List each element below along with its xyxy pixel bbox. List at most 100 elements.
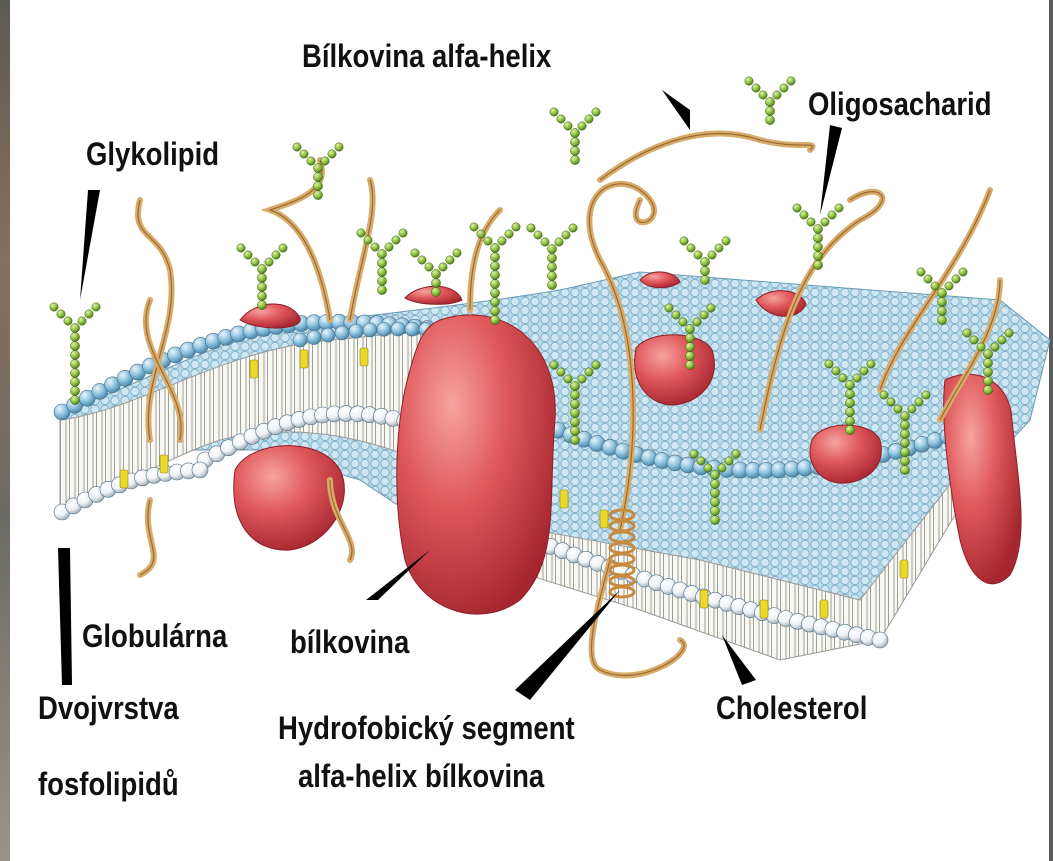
glycolipid-pointer (80, 190, 100, 300)
sugar-q (550, 108, 600, 165)
sugar-bead (710, 479, 719, 488)
sugar-bead (998, 336, 1006, 344)
sugar-bead (477, 230, 485, 238)
sugar-k (745, 77, 795, 125)
cholesterol-bar (300, 350, 308, 368)
sugar-bead (765, 106, 774, 115)
sugar-bead (70, 350, 79, 359)
sugar-bead (257, 273, 266, 282)
sugar-bead (845, 398, 854, 407)
sugar-bead (279, 244, 287, 252)
cholesterol-bar (900, 560, 908, 578)
sugar-bead (300, 150, 308, 158)
sugar-bead (680, 237, 688, 245)
cholesterol-bar (820, 600, 828, 618)
sugar-bead (845, 425, 854, 434)
sugar-bead (547, 244, 556, 253)
sugar-bead (828, 211, 836, 219)
sugar-bead (765, 115, 774, 124)
sugar-bead (70, 395, 79, 404)
sugar-bead (392, 236, 400, 244)
bilayer-pointer (58, 548, 72, 685)
sugar-bead (813, 251, 822, 260)
cholesterol-bar (120, 470, 128, 488)
sugar-bead (328, 150, 336, 158)
sugar-bead (710, 506, 719, 515)
sugar-bead (237, 244, 245, 252)
sugar-bead (722, 237, 730, 245)
phospholipid-head (335, 326, 349, 340)
sugar-bead (377, 285, 386, 294)
sugar-bead (687, 244, 695, 252)
sugar-bead (704, 464, 712, 472)
sugar-bead (70, 341, 79, 350)
sugar-bead (70, 368, 79, 377)
sugar-bead (813, 224, 822, 233)
sugar-bead (983, 385, 992, 394)
sugar-bead (952, 275, 960, 283)
sugar-bead (257, 300, 266, 309)
cholesterol-label: Cholesterol (716, 692, 867, 724)
globular-protein-lower-left (234, 446, 345, 550)
sugar-bead (550, 108, 558, 116)
sugar-bead (945, 282, 953, 290)
sugar-bead (900, 438, 909, 447)
bilayer-label-line2: fosfolipidů (38, 768, 179, 800)
sugar-bead (293, 143, 301, 151)
sugar-bead (679, 318, 687, 326)
sugar-bead (853, 374, 861, 382)
sugar-bead (557, 368, 565, 376)
sugar-bead (377, 249, 386, 258)
sugar-bead (592, 361, 600, 369)
sugar-bead (313, 172, 322, 181)
sugar-bead (860, 367, 868, 375)
sugar-bead (564, 122, 572, 130)
sugar-bead (470, 223, 478, 231)
sugar-bead (70, 332, 79, 341)
sugar-bead (313, 181, 322, 190)
sugar-bead (64, 317, 72, 325)
sugar-bead (867, 360, 875, 368)
sugar-bead (697, 457, 705, 465)
sugar-bead (570, 426, 579, 435)
sugar-bead (880, 391, 888, 399)
sugar-bead (900, 447, 909, 456)
globular-label: Globulárna (82, 620, 227, 652)
sugar-bead (970, 336, 978, 344)
sugar-f (527, 224, 577, 290)
sugar-bead (490, 261, 499, 270)
sugar-bead (377, 267, 386, 276)
sugar-bead (700, 311, 708, 319)
sugar-bead (752, 84, 760, 92)
sugar-bead (708, 251, 716, 259)
sugar-bead (570, 399, 579, 408)
sugar-bead (385, 243, 393, 251)
sugar-bead (557, 115, 565, 123)
phospholipid-head (405, 322, 419, 336)
sugar-bead (399, 229, 407, 237)
sugar-bead (710, 488, 719, 497)
phospholipid-head (391, 322, 405, 336)
sugar-bead (685, 333, 694, 342)
sugar-bead (78, 317, 86, 325)
sugar-bead (244, 251, 252, 259)
protein-cap-left (240, 304, 300, 328)
sugar-bead (547, 280, 556, 289)
hydrophobic-segment-label-line2: alfa-helix bílkovina (298, 760, 544, 792)
sugar-bead (832, 367, 840, 375)
sugar-bead (313, 190, 322, 199)
phospholipid-head (377, 322, 391, 336)
sugar-bead (835, 204, 843, 212)
sugar-bead (371, 243, 379, 251)
sugar-b (293, 143, 343, 200)
cholesterol-bar (600, 510, 608, 528)
sugar-bead (251, 258, 259, 266)
cholesterol-bar (700, 590, 708, 608)
sugar-bead (718, 464, 726, 472)
sugar-bead (57, 310, 65, 318)
sugar-bead (490, 306, 499, 315)
sugar-bead (585, 115, 593, 123)
sugar-bead (578, 122, 586, 130)
sugar-bead (690, 450, 698, 458)
